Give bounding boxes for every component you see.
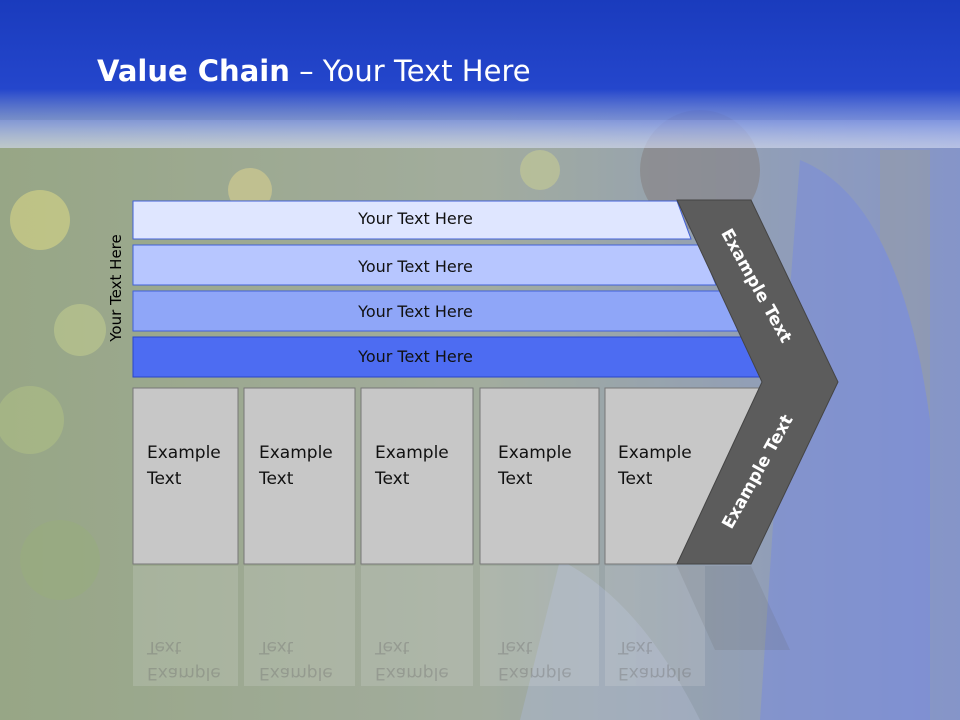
column-4-text: Example Text bbox=[498, 440, 572, 492]
column-2 bbox=[243, 387, 356, 565]
column-4-line2: Text bbox=[498, 469, 533, 489]
column-5-line1: Example bbox=[618, 443, 692, 463]
band-4-label: Your Text Here bbox=[358, 347, 473, 366]
band-1 bbox=[132, 200, 692, 240]
band-2-label: Your Text Here bbox=[358, 257, 473, 276]
column-1-line1: Example bbox=[147, 443, 221, 463]
title-bold: Value Chain bbox=[97, 54, 290, 88]
column-3-text: Example Text bbox=[375, 440, 449, 492]
band-2 bbox=[132, 244, 717, 286]
title-rest: – Your Text Here bbox=[289, 54, 531, 88]
column-1-text: Example Text bbox=[147, 440, 221, 492]
column-3-line1: Example bbox=[375, 443, 449, 463]
slide-title: Value Chain – Your Text Here bbox=[97, 54, 531, 88]
column-1-line2: Text bbox=[147, 469, 182, 489]
column-5-text: Example Text bbox=[618, 440, 692, 492]
column-2-text: Example Text bbox=[259, 440, 333, 492]
column-3-line2: Text bbox=[375, 469, 410, 489]
column-2-line2: Text bbox=[259, 469, 294, 489]
column-1 bbox=[132, 387, 239, 565]
value-chevron bbox=[676, 199, 839, 565]
band-3-label: Your Text Here bbox=[358, 302, 473, 321]
column-4 bbox=[479, 387, 600, 565]
side-label: Your Text Here bbox=[107, 234, 125, 342]
column-3 bbox=[360, 387, 474, 565]
column-4-line1: Example bbox=[498, 443, 572, 463]
band-1-label: Your Text Here bbox=[358, 209, 473, 228]
column-2-line1: Example bbox=[259, 443, 333, 463]
column-5-line2: Text bbox=[618, 469, 653, 489]
